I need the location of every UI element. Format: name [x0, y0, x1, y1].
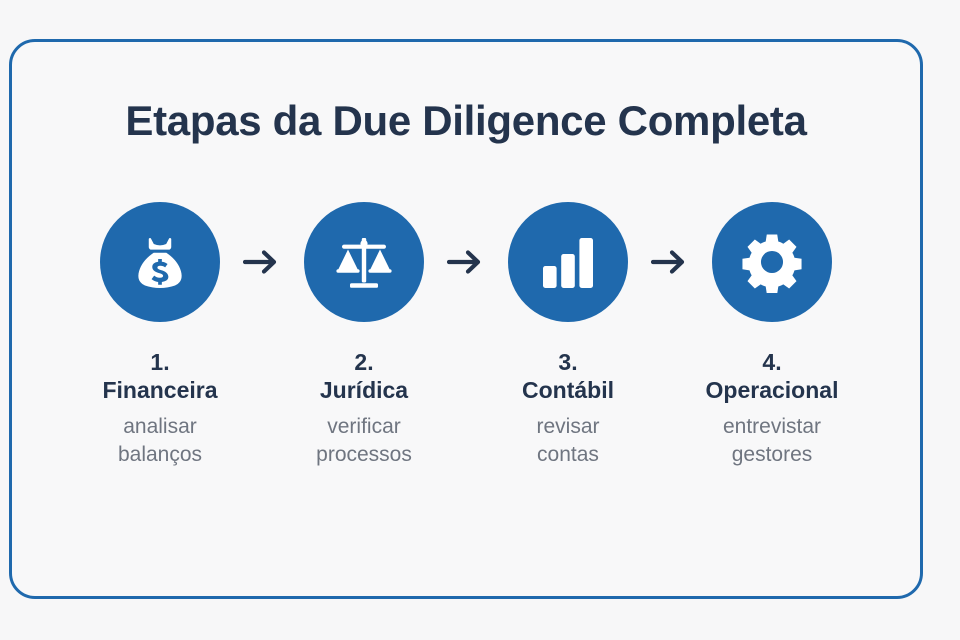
step-description-line1: revisar	[536, 415, 600, 439]
process-step-contabil[interactable]: 3. Contábil revisar contas	[487, 202, 650, 470]
step-description-line1: entrevistar	[722, 415, 822, 439]
infographic-card: Etapas da Due Diligence Completa 1. Fina…	[9, 39, 923, 599]
arrow-right-icon	[651, 247, 689, 277]
bar-chart-icon	[539, 233, 597, 291]
step-number: 4.	[762, 349, 782, 375]
step-description-line1: verificar	[327, 415, 401, 439]
gear-icon	[741, 231, 803, 293]
page-title: Etapas da Due Diligence Completa	[125, 97, 807, 144]
step-title: Jurídica	[319, 377, 409, 404]
step-number: 3.	[558, 349, 578, 375]
step-description-line1: analisar	[123, 415, 197, 439]
flow-arrow-3	[650, 202, 691, 322]
step-icon-badge	[100, 202, 220, 322]
step-description-line2: processos	[316, 443, 412, 467]
process-flow: 1. Financeira analisar balanços	[12, 202, 920, 470]
scales-of-justice-icon	[332, 230, 396, 294]
step-icon-badge	[304, 202, 424, 322]
arrow-right-icon	[447, 247, 485, 277]
step-number: 1.	[150, 349, 170, 375]
step-title: Contábil	[522, 377, 614, 404]
step-description-line2: contas	[537, 443, 599, 467]
step-title: Operacional	[705, 377, 839, 404]
step-description: revisar contas	[536, 413, 599, 470]
money-bag-icon	[129, 231, 191, 293]
process-step-juridica[interactable]: 2. Jurídica verificar processos	[283, 202, 446, 470]
step-title: Financeira	[102, 377, 218, 404]
step-number: 2.	[354, 349, 374, 375]
step-icon-badge	[712, 202, 832, 322]
flow-arrow-1	[242, 202, 283, 322]
flow-arrow-2	[446, 202, 487, 322]
step-description: entrevistar gestores	[723, 413, 821, 470]
step-description: analisar balanços	[118, 413, 202, 470]
step-description: verificar processos	[316, 413, 412, 470]
step-icon-badge	[508, 202, 628, 322]
arrow-right-icon	[243, 247, 281, 277]
step-description-line2: balanços	[117, 443, 203, 467]
process-step-operacional[interactable]: 4. Operacional entrevistar gestores	[691, 202, 854, 470]
step-description-line2: gestores	[731, 443, 813, 467]
process-step-financeira[interactable]: 1. Financeira analisar balanços	[79, 202, 242, 470]
